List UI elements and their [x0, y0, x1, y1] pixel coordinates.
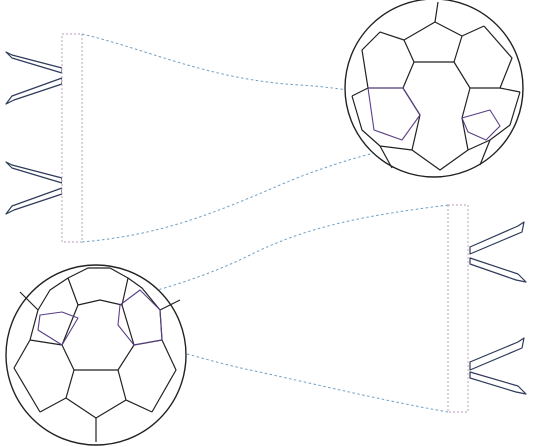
ball-bottom-accent-panel-2 — [37, 311, 79, 346]
tassel-bottom-1 — [469, 221, 525, 255]
tassel-bottom-2 — [469, 257, 527, 283]
scarf-bottom-tassels — [469, 221, 527, 395]
scarf-bottom-end-bar — [447, 204, 469, 413]
tassel-top-2 — [5, 77, 63, 105]
ball-top-outline — [344, 0, 524, 178]
scarf-top-end-bar — [61, 33, 83, 243]
soccer-ball-top — [344, 0, 524, 178]
tassel-top-3 — [5, 161, 63, 184]
ball-top-accent-panel — [367, 87, 421, 141]
ball-top-center-pentagon — [403, 21, 463, 63]
ball-bottom-center-pentagon — [65, 369, 127, 419]
ball-bottom-accent-panel — [117, 289, 163, 346]
scarf-top-tassels — [5, 51, 63, 215]
scarf-bottom — [5, 204, 527, 446]
ball-bottom-outline — [5, 264, 187, 446]
scarf-top — [5, 0, 524, 243]
tassel-bottom-3 — [469, 337, 525, 371]
ball-top-accent-panel-2 — [461, 109, 501, 141]
soccer-ball-bottom — [5, 264, 187, 446]
tassel-bottom-4 — [469, 371, 527, 395]
tassel-top-1 — [5, 51, 63, 74]
tassel-top-4 — [5, 187, 63, 215]
